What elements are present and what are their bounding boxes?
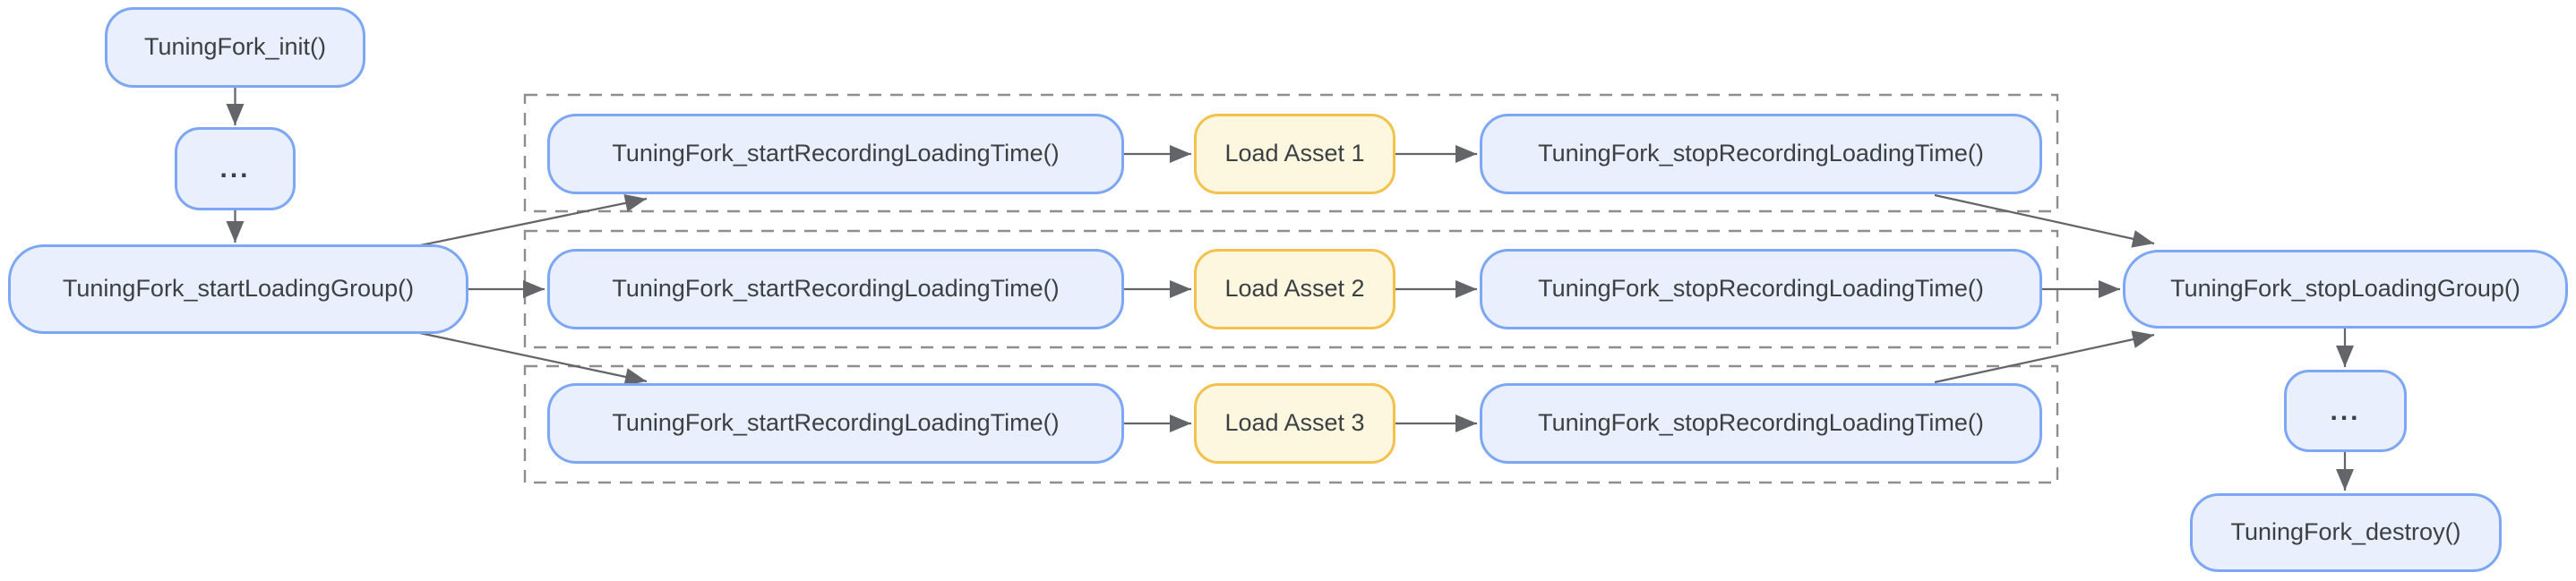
node-ellipsis-left: ... [175, 127, 296, 210]
edge-row3-to-stopgroup [1934, 330, 2155, 384]
node-start-loading-group: TuningFork_startLoadingGroup() [8, 244, 468, 334]
node-row1-stop-recording: TuningFork_stopRecordingLoadingTime() [1480, 114, 2042, 194]
asset-group-box-1 [523, 93, 2059, 213]
node-init: TuningFork_init() [105, 7, 365, 88]
edge-startgroup-to-row3 [402, 328, 648, 386]
node-row2-start-recording: TuningFork_startRecordingLoadingTime() [547, 249, 1124, 329]
asset-group-box-3 [523, 364, 2059, 484]
node-row2-stop-recording: TuningFork_stopRecordingLoadingTime() [1480, 249, 2042, 329]
node-stop-loading-group: TuningFork_stopLoadingGroup() [2123, 250, 2568, 329]
node-row3-load-asset: Load Asset 3 [1194, 383, 1395, 464]
node-row1-start-recording: TuningFork_startRecordingLoadingTime() [547, 114, 1124, 194]
node-row2-load-asset: Load Asset 2 [1194, 249, 1395, 329]
node-row3-start-recording: TuningFork_startRecordingLoadingTime() [547, 383, 1124, 464]
edge-startgroup-to-row1 [402, 194, 648, 251]
node-row1-load-asset: Load Asset 1 [1194, 114, 1395, 194]
node-destroy: TuningFork_destroy() [2190, 493, 2502, 572]
node-row3-stop-recording: TuningFork_stopRecordingLoadingTime() [1480, 383, 2042, 464]
node-ellipsis-right: ... [2284, 370, 2407, 452]
edge-row1-to-stopgroup [1934, 193, 2155, 248]
